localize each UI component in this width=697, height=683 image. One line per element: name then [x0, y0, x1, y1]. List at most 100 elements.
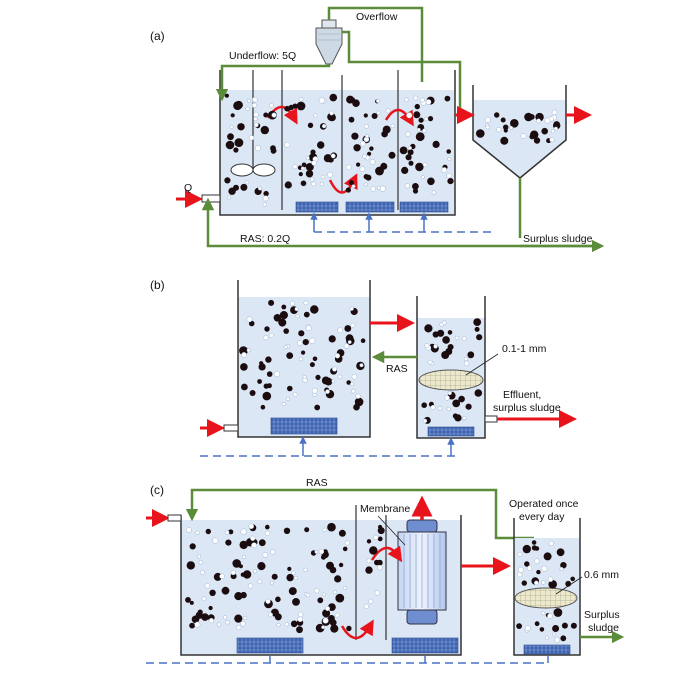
air-bubble — [550, 129, 556, 134]
sludge-granule — [233, 101, 243, 111]
air-bubble — [322, 527, 327, 532]
air-bubble — [547, 576, 554, 583]
sludge-granule — [408, 160, 414, 166]
air-bubble — [289, 300, 296, 306]
sludge-granule — [328, 113, 336, 122]
air-bubble — [422, 418, 428, 424]
air-bubble — [303, 567, 308, 572]
air-bubble — [517, 551, 523, 557]
reactor-c-tank — [180, 515, 462, 656]
air-bubble — [370, 186, 377, 192]
air-bubble — [204, 583, 211, 589]
hydrocyclone-body — [315, 27, 343, 65]
air-bubble — [327, 171, 333, 178]
sludge-granule — [388, 151, 396, 159]
inlet-nozzle-a — [201, 194, 221, 203]
air-bubble — [337, 327, 344, 334]
air-bubble — [544, 635, 549, 640]
air-bubble — [263, 335, 269, 341]
air-bubble — [311, 181, 317, 187]
air-bubble — [208, 617, 215, 624]
sludge-granule — [228, 187, 236, 195]
air-bubble — [463, 356, 469, 362]
air-bubble — [311, 387, 318, 394]
sludge-granule — [334, 575, 342, 583]
air-bubble — [253, 116, 258, 122]
air-bubble — [544, 117, 551, 124]
air-bubble — [244, 180, 249, 185]
air-bubble — [446, 406, 451, 412]
diffuser-c-1 — [236, 637, 304, 654]
sludge-granule — [375, 166, 384, 176]
air-bubble — [329, 110, 335, 116]
sludge-granule — [338, 529, 346, 537]
membrane-bottom-cap — [406, 609, 438, 625]
air-bubble — [365, 134, 370, 139]
sludge-granule — [323, 549, 328, 554]
membrane-top-cap — [406, 519, 438, 533]
sludge-granule — [458, 395, 465, 403]
flow-arrow-c-1 — [340, 619, 374, 640]
sludge-granule — [446, 149, 452, 154]
air-bubble — [350, 322, 356, 328]
sludge-granule — [227, 133, 234, 141]
air-bubble — [250, 535, 256, 541]
sludge-granule — [330, 624, 339, 633]
overflow-pipe — [327, 6, 424, 82]
sludge-granule — [418, 117, 424, 123]
air-bubble — [224, 530, 230, 535]
air-bubble — [325, 389, 330, 394]
air-bubble — [484, 116, 491, 123]
air-bubble — [441, 167, 448, 173]
air-bubble — [265, 598, 271, 604]
air-bubble — [462, 415, 467, 421]
air-bubble — [314, 549, 319, 554]
air-bubble — [420, 97, 425, 103]
air-bubble — [406, 112, 413, 119]
sludge-granule — [301, 162, 307, 168]
sludge-granule — [346, 380, 352, 385]
sludge-granule — [413, 111, 421, 119]
effluent-label-b-1: Effluent, — [503, 389, 541, 401]
air-bubble — [274, 371, 281, 378]
air-bubble — [311, 160, 317, 166]
sludge-granule — [467, 351, 475, 359]
sludge-granule — [241, 383, 248, 391]
air-bubble — [305, 592, 311, 598]
sludge-granule — [560, 635, 567, 642]
sludge-granule — [353, 144, 361, 152]
sludge-granule — [185, 597, 191, 603]
sludge-granule — [338, 562, 344, 568]
flow-arrow-c-2 — [370, 545, 403, 563]
sludge-granule — [284, 105, 290, 112]
sludge-granule — [342, 546, 348, 552]
sludge-granule — [310, 305, 319, 314]
sludge-granule — [290, 620, 298, 628]
air-bubble — [526, 565, 533, 571]
mesh-callout-b — [465, 353, 499, 376]
air-bubble — [463, 360, 470, 367]
air-bubble — [284, 622, 289, 627]
air-bubble — [404, 183, 410, 189]
surplus-label-c-2: sludge — [588, 622, 619, 634]
air-bubble — [366, 558, 372, 564]
air-bubble — [373, 534, 379, 540]
sludge-granule — [345, 334, 354, 343]
sludge-granule — [522, 544, 531, 554]
sludge-granule — [305, 170, 314, 178]
sludge-granule — [366, 539, 372, 544]
sludge-granule — [301, 350, 306, 355]
air-bubble — [554, 637, 561, 643]
air-bubble — [264, 530, 271, 536]
air-bubble — [552, 632, 556, 637]
screen-mesh-b — [418, 369, 484, 391]
sludge-granule — [369, 146, 374, 151]
sludge-granule — [427, 116, 434, 122]
air-bubble — [230, 569, 236, 576]
air-bubble — [322, 617, 329, 624]
air-bubble — [321, 592, 326, 597]
sludge-granule — [264, 326, 270, 332]
sludge-granule — [377, 536, 383, 542]
